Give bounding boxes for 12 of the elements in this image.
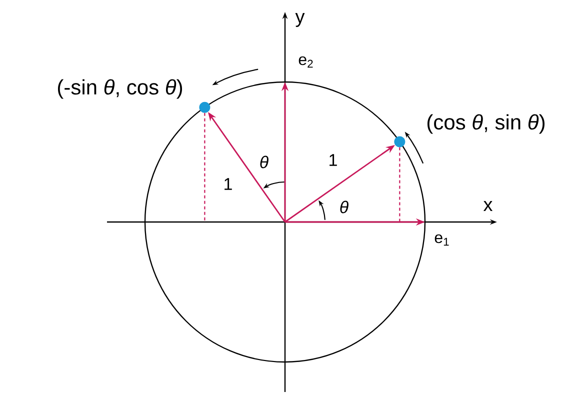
point-dot xyxy=(394,136,406,148)
axis-label: x xyxy=(483,200,493,212)
coordinate-label: (cos θ, sin θ) xyxy=(427,114,544,134)
coordinate-label: (-sin θ, cos θ) xyxy=(58,79,182,99)
axis-label: e$_{2}$ xyxy=(298,56,313,68)
axis-label: y xyxy=(295,13,305,27)
point-dot xyxy=(199,102,210,113)
axis-label: 1 xyxy=(330,154,337,166)
axis-label: θ xyxy=(340,200,348,214)
axis-label: θ xyxy=(260,156,268,168)
axis-label: 1 xyxy=(224,178,232,190)
axis-label: e$_{1}$ xyxy=(434,234,449,246)
